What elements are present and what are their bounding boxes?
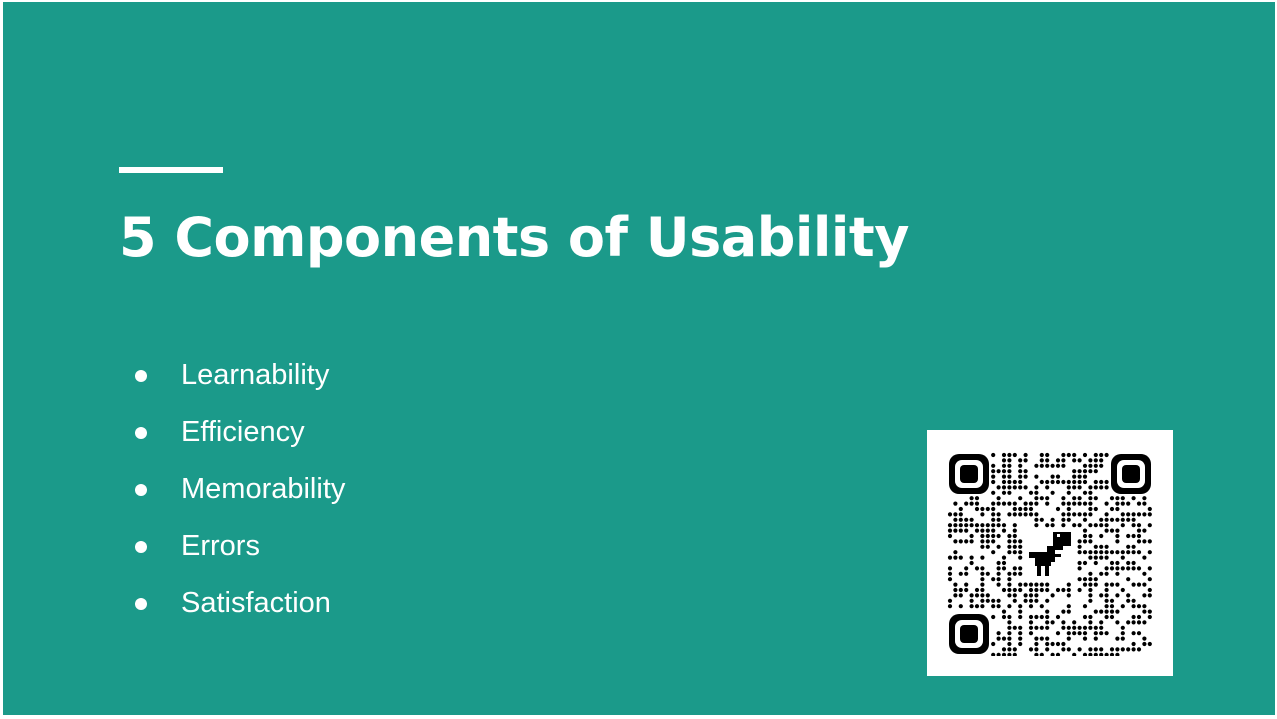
bullet-label: Satisfaction: [181, 587, 331, 619]
qr-finder-bottom-left: [949, 614, 989, 654]
qr-finder-top-left: [949, 454, 989, 494]
slide: 5 Components of Usability Learnability E…: [3, 2, 1275, 715]
bullet-icon: [135, 426, 147, 439]
bullet-label: Errors: [181, 530, 260, 562]
bullet-item: Errors: [131, 518, 345, 575]
bullet-item: Efficiency: [131, 404, 345, 461]
qr-code-icon: [947, 452, 1152, 656]
bullet-label: Memorability: [181, 473, 346, 505]
qr-finder-top-right: [1111, 454, 1151, 494]
bullet-icon: [135, 540, 147, 553]
title-accent-rule: [119, 167, 223, 173]
bullet-label: Learnability: [181, 359, 330, 391]
bullet-item: Memorability: [131, 461, 345, 518]
qr-code-card: [927, 430, 1173, 676]
bullet-item: Satisfaction: [131, 575, 345, 632]
bullet-item: Learnability: [131, 347, 345, 404]
bullet-icon: [135, 483, 147, 496]
bullet-label: Efficiency: [181, 416, 305, 448]
dinosaur-icon: [1023, 528, 1077, 580]
slide-title: 5 Components of Usability: [119, 206, 909, 269]
bullet-icon: [135, 597, 147, 610]
bullet-icon: [135, 369, 147, 382]
bullet-list: Learnability Efficiency Memorability Err…: [131, 347, 345, 632]
